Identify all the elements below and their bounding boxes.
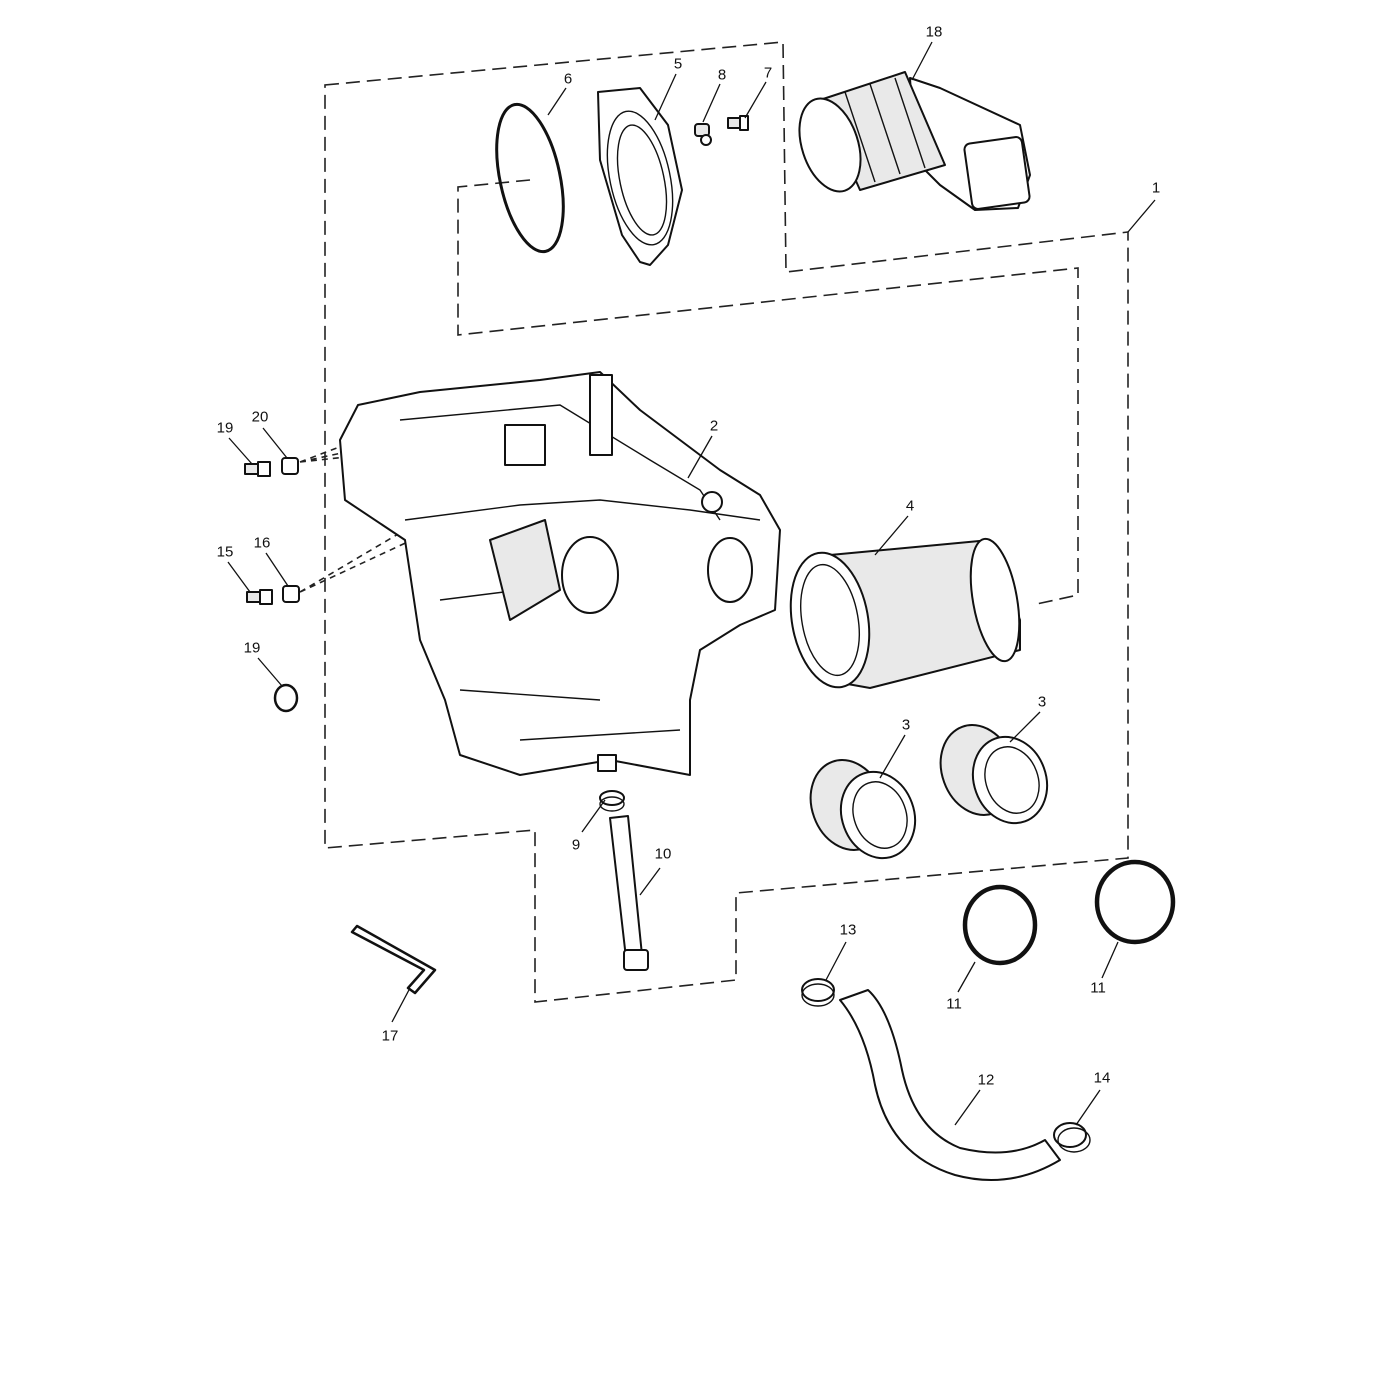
drain-tube-10 xyxy=(609,815,649,971)
hose-clamp-14 xyxy=(1053,1122,1091,1153)
breather-hose-12 xyxy=(839,989,1061,1181)
callout-16: 16 xyxy=(253,534,271,552)
callout-5: 5 xyxy=(673,55,683,73)
leader-1 xyxy=(1127,199,1156,233)
leader-5 xyxy=(654,73,677,121)
callout-4: 4 xyxy=(905,497,915,515)
leader-3b xyxy=(1009,711,1041,743)
callout-14: 14 xyxy=(1093,1069,1111,1087)
o-ring-6 xyxy=(495,102,565,254)
leader-13 xyxy=(825,941,847,981)
callout-8: 8 xyxy=(717,66,727,84)
hex-key-17 xyxy=(350,924,437,995)
hose-clamp-13 xyxy=(801,978,835,1007)
leader-19b xyxy=(257,657,283,687)
callout-12: 12 xyxy=(977,1071,995,1089)
callout-18: 18 xyxy=(925,23,943,41)
leader-15 xyxy=(227,561,251,593)
spring-clip-9 xyxy=(599,790,625,812)
leader-3a xyxy=(879,734,906,779)
grommet-19 xyxy=(273,683,299,713)
leader-11a xyxy=(957,961,976,993)
callout-2: 2 xyxy=(709,417,719,435)
leader-11b xyxy=(1101,941,1119,979)
o-ring-11-left xyxy=(962,884,1038,966)
callout-11b: 11 xyxy=(1090,979,1106,997)
intake-boot-3-left xyxy=(809,759,917,860)
leader-10 xyxy=(639,867,661,896)
callout-7: 7 xyxy=(763,64,773,82)
callout-3a: 3 xyxy=(901,716,911,734)
callout-20: 20 xyxy=(251,408,269,426)
callout-6: 6 xyxy=(563,70,573,88)
assembly-boundary-main xyxy=(324,41,1129,1003)
callout-13: 13 xyxy=(839,921,857,939)
leader-17 xyxy=(391,987,411,1023)
washer-20 xyxy=(281,457,299,475)
leader-2 xyxy=(687,435,713,479)
leader-9 xyxy=(581,799,606,833)
leader-18 xyxy=(911,41,933,81)
airbox-housing-2 xyxy=(339,371,781,776)
clip-8 xyxy=(694,123,712,146)
callout-17: 17 xyxy=(381,1027,399,1045)
leader-16 xyxy=(265,552,289,587)
leader-12 xyxy=(954,1089,981,1126)
assembly-boundary-inner xyxy=(457,179,1079,606)
leader-7 xyxy=(744,81,767,119)
callout-1: 1 xyxy=(1151,179,1161,197)
leader-4 xyxy=(874,515,909,556)
callout-10: 10 xyxy=(654,845,672,863)
callout-19b: 19 xyxy=(243,639,261,657)
callout-15: 15 xyxy=(216,543,234,561)
leader-20 xyxy=(262,427,288,459)
washer-16 xyxy=(282,585,300,603)
callout-19a: 19 xyxy=(216,419,234,437)
intake-duct-18 xyxy=(798,71,1031,211)
callout-3b: 3 xyxy=(1037,693,1047,711)
screw-15 xyxy=(246,589,273,605)
callout-9: 9 xyxy=(571,836,581,854)
leader-lines xyxy=(227,41,1156,1126)
leader-6 xyxy=(547,87,567,116)
bolt-7 xyxy=(727,115,749,131)
o-ring-11-right xyxy=(1094,859,1176,945)
callout-11a: 11 xyxy=(946,995,962,1013)
leader-19a xyxy=(228,437,253,465)
screw-19-upper xyxy=(244,461,271,477)
air-filter-4 xyxy=(789,537,1021,689)
flange-plate-5 xyxy=(597,87,683,266)
leader-14 xyxy=(1075,1089,1101,1126)
leader-8 xyxy=(702,83,721,123)
intake-boot-3-right xyxy=(939,724,1049,825)
